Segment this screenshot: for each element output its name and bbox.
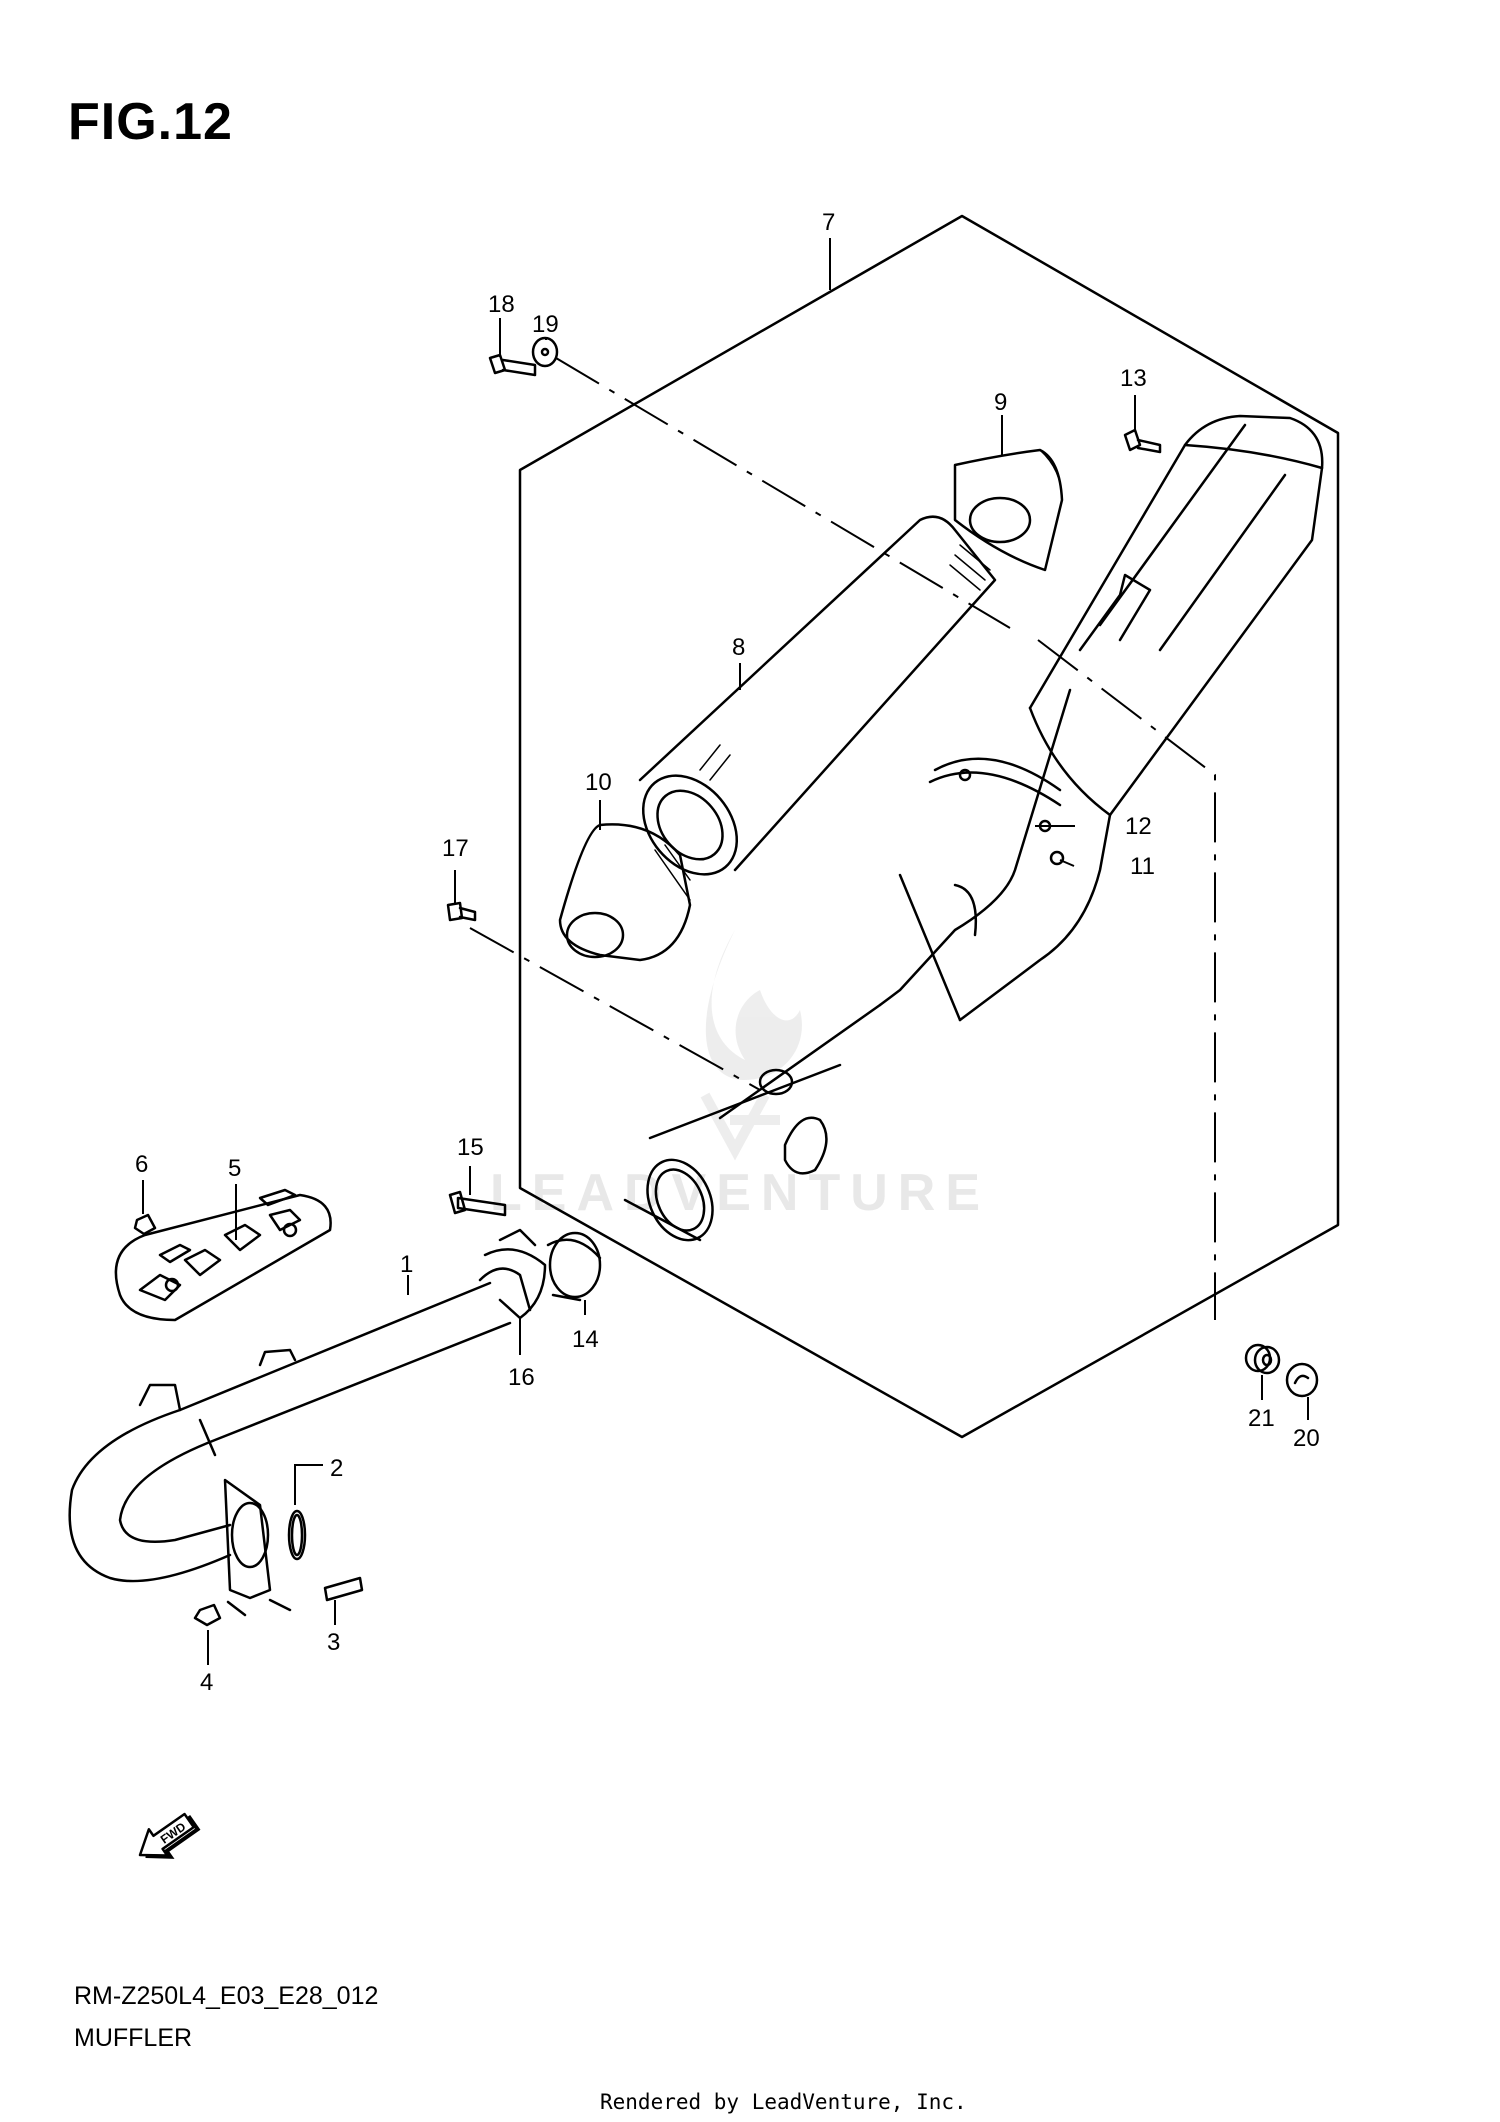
end-cap-9 (953, 448, 1064, 572)
callout-3: 3 (327, 1629, 340, 1656)
inner-pipe-8 (638, 515, 997, 876)
washer-19 (531, 336, 559, 368)
callout-7: 7 (822, 209, 835, 236)
end-cap-10 (558, 823, 692, 962)
watermark-text: LEADVENTURE (490, 1164, 990, 1222)
callout-13: 13 (1120, 365, 1147, 392)
leader-lines (142, 238, 1309, 1665)
collar-20 (1285, 1362, 1319, 1398)
muffler-body (623, 414, 1324, 1242)
callout-5: 5 (228, 1155, 241, 1182)
bolt-18 (488, 353, 537, 377)
callout-1: 1 (400, 1251, 413, 1278)
callout-6: 6 (135, 1151, 148, 1178)
callout-12: 12 (1125, 813, 1152, 840)
bolt-13 (1123, 428, 1162, 454)
callout-11: 11 (1130, 853, 1155, 880)
leadventure-watermark: LEADVENTURE (490, 930, 990, 1222)
model-code: RM-Z250L4_E03_E28_012 (74, 1982, 379, 2010)
grommet-21 (1244, 1343, 1281, 1375)
callout-4: 4 (200, 1669, 213, 1696)
callout-16: 16 (508, 1364, 535, 1391)
callout-9: 9 (994, 389, 1007, 416)
callout-labels: 1 2 3 4 5 6 7 8 9 10 11 12 13 14 15 16 1… (135, 209, 1320, 1696)
bolt-17 (446, 901, 477, 922)
bolt-15 (448, 1190, 507, 1217)
flange (193, 1478, 364, 1627)
callout-10: 10 (585, 769, 612, 796)
callout-2: 2 (330, 1455, 343, 1482)
callout-21: 21 (1248, 1405, 1275, 1432)
callout-14: 14 (572, 1326, 599, 1353)
nut-6 (133, 1213, 157, 1236)
fwd-arrow-icon: FWD (138, 1812, 201, 1859)
callout-15: 15 (457, 1134, 484, 1161)
exhaust-pipe-1 (68, 1267, 532, 1583)
gasket-14 (546, 1231, 602, 1302)
figure-title: FIG.12 (68, 93, 233, 151)
callout-20: 20 (1293, 1425, 1320, 1452)
heat-shield-5 (114, 1188, 332, 1322)
section-name: MUFFLER (74, 2024, 193, 2052)
assembly-bracket-7 (518, 214, 1340, 1439)
clamp-16 (483, 1228, 547, 1320)
render-credit: Rendered by LeadVenture, Inc. (600, 2090, 967, 2114)
callout-17: 17 (442, 835, 469, 862)
callout-8: 8 (732, 634, 745, 661)
callout-19: 19 (532, 311, 559, 338)
alignment-lines (469, 357, 1216, 1320)
callout-18: 18 (488, 291, 515, 318)
